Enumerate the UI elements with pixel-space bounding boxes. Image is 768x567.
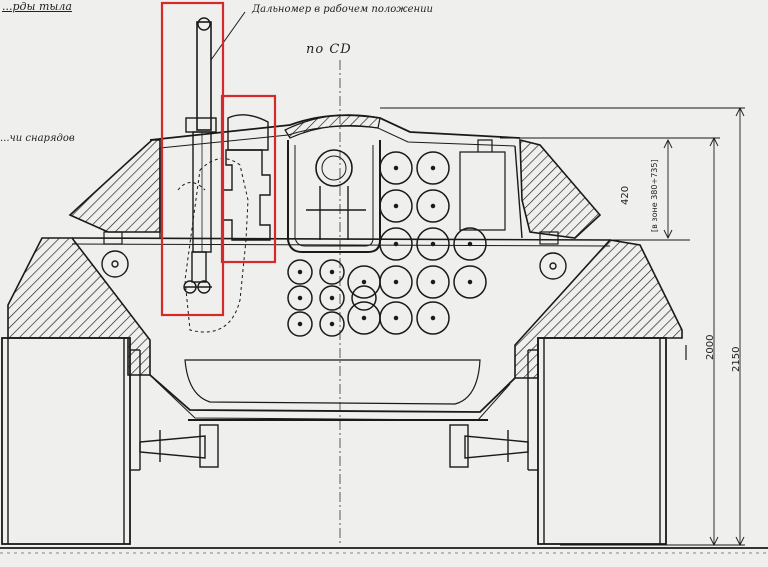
crew-figure-outline <box>177 158 249 333</box>
left-suspension <box>139 424 219 468</box>
dimension-hull-height: 2000 <box>705 334 716 360</box>
right-track <box>527 337 667 545</box>
highlight-box-sight <box>220 94 277 264</box>
hull-roof <box>71 237 611 241</box>
dimension-turret-note: [в зоне 380÷735] <box>650 159 659 232</box>
dimension-overall-height: 2150 <box>731 346 742 372</box>
turret-right-armor <box>519 138 602 239</box>
gunner-sight <box>221 149 271 241</box>
label-rangefinder: Дальномер в рабочем положении <box>252 4 433 15</box>
dimension-turret-height: 420 <box>620 185 631 205</box>
turret-left-armor <box>68 139 161 233</box>
dimension-lines <box>380 106 745 547</box>
label-section: по CD <box>306 42 352 57</box>
rangefinder-periscope <box>183 17 217 294</box>
left-side-armor <box>7 237 151 376</box>
label-left-mid: ...чи снарядов <box>0 133 75 144</box>
hull-floor <box>149 374 516 413</box>
ammunition-rack <box>287 151 487 337</box>
left-track <box>1 337 141 545</box>
right-suspension <box>449 424 529 468</box>
highlight-boxes <box>160 1 277 317</box>
right-side-armor <box>514 239 683 379</box>
cupola-armor <box>284 114 381 139</box>
label-top-left: ...рды тыла <box>2 0 72 13</box>
gun-recuperator <box>315 149 353 187</box>
gun-breech-block <box>287 140 381 253</box>
turret-equipment-box <box>459 151 506 231</box>
